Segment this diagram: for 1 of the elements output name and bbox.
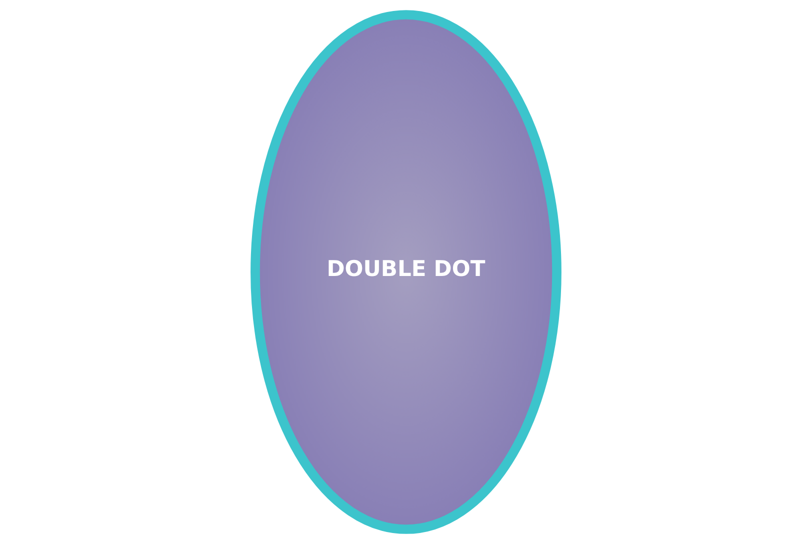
node-ellipse: DOUBLE DOT <box>250 10 562 534</box>
